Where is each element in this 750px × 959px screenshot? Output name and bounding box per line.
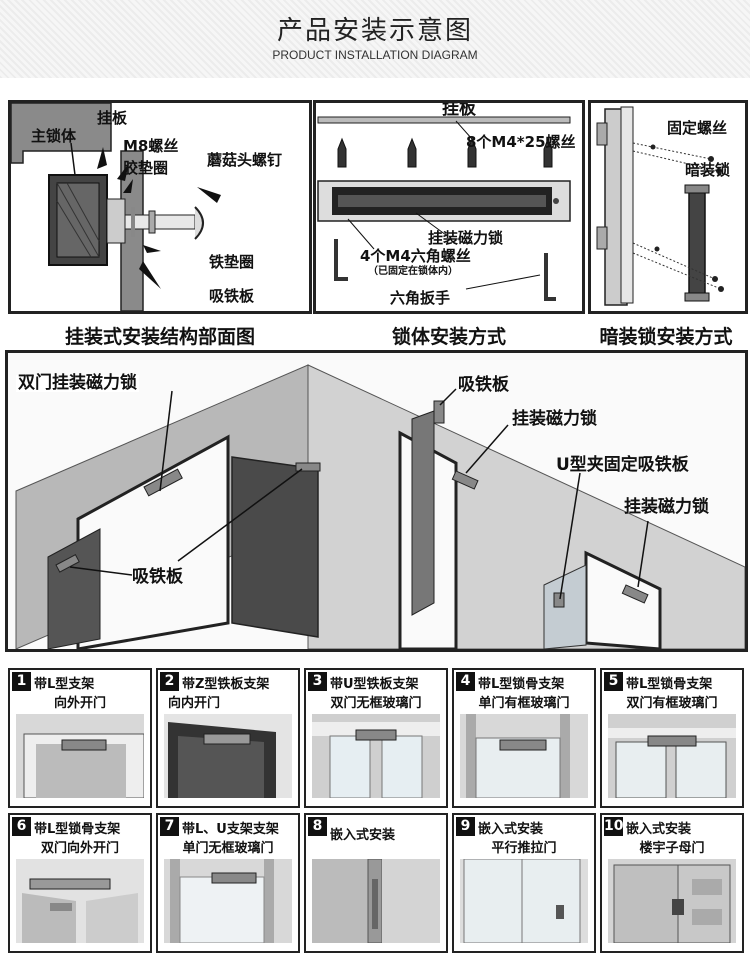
panel-installation-scene: 双门挂装磁力锁 吸铁板 吸铁板 挂装磁力锁 U型夹固定吸铁板 挂装磁力锁 [5,350,748,652]
tile-number: 2 [160,672,179,691]
label-armature-left: 吸铁板 [132,567,183,587]
tile-title-line2: 楼宇子母门 [639,841,705,856]
tile-title-line1: 带U型铁板支架 [330,677,419,692]
panel-cross-section: 主锁体 挂板 M8螺丝 胶垫圈 蘑菇头螺钉 铁垫圈 吸铁板 [8,100,312,314]
tile-title-line1: 嵌入式安装 [626,822,692,837]
label-hidden-lock: 暗装锁 [685,161,731,179]
hidden-lock-drawing [596,106,724,306]
label-iron-washer: 铁垫圈 [209,253,255,271]
tile-title-line1: 嵌入式安装 [478,822,544,837]
tile-title-line1: 带L型锁骨支架 [478,677,565,692]
tile-title-line2: 向内开门 [168,696,221,711]
page-subtitle: PRODUCT INSTALLATION DIAGRAM [272,48,478,62]
tile-title-line2: 单门无框玻璃门 [182,841,274,856]
label-hang-plate-2: 挂板 [442,100,476,119]
tile-number: 6 [12,817,31,836]
install-tile-4: 4 带L型锁骨支架 单门有框玻璃门 [452,668,596,808]
label-hang-plate: 挂板 [97,109,128,127]
tile-illustration [164,859,292,945]
install-tile-10: 10 嵌入式安装 楼宇子母门 [600,813,744,953]
cross-section-drawing [11,103,221,311]
panel-lock-body-install: 挂板 8个M4*25螺丝 挂装磁力锁 4个M4六角螺丝 （已固定在锁体内） 六角… [313,100,585,314]
install-tile-8: 8 嵌入式安装 [304,813,448,953]
tile-illustration [312,859,440,945]
tile-title-line2: 双门向外开门 [40,841,119,856]
install-tile-5: 5 带L型锁骨支架 双门有框玻璃门 [600,668,744,808]
label-mag-lock: 挂装磁力锁 [428,229,504,247]
page-title: 产品安装示意图 [276,16,473,46]
caption-lock-body-install: 锁体安装方式 [391,326,506,348]
label-hex-wrench: 六角扳手 [390,289,451,307]
tile-number: 9 [456,817,475,836]
tile-number: 8 [308,817,327,836]
label-main-body: 主锁体 [31,127,77,145]
tile-title-line2: 向外开门 [53,696,106,711]
lock-body-drawing [317,116,571,301]
tile-title-line1: 带L、U支架支架 [182,822,279,837]
tile-illustration [164,714,292,800]
label-double-door-lock: 双门挂装磁力锁 [16,373,139,393]
label-u-clamp: U型夹固定吸铁板 [556,455,689,475]
label-armature-top: 吸铁板 [458,375,509,395]
tile-title-line2: 平行推拉门 [491,841,557,856]
tile-title-line1: 带L型支架 [34,677,95,692]
caption-hidden-lock: 暗装锁安装方式 [599,326,733,348]
label-mag-lock-2: 挂装磁力锁 [624,497,709,517]
install-tile-7: 7 带L、U支架支架 单门无框玻璃门 [156,813,300,953]
tile-number: 4 [456,672,475,691]
tile-illustration [312,714,440,800]
label-mushroom-screw: 蘑菇头螺钉 [207,151,283,169]
tile-title-line1: 嵌入式安装 [330,828,396,843]
tile-illustration [460,714,588,800]
label-mag-lock-1: 挂装磁力锁 [512,409,597,429]
tile-title-line1: 带L型锁骨支架 [34,822,121,837]
tile-title-line2: 双门有框玻璃门 [626,696,718,711]
install-tile-9: 9 嵌入式安装 平行推拉门 [452,813,596,953]
label-fix-screw: 固定螺丝 [667,119,728,137]
tile-number: 1 [12,672,31,691]
tile-illustration [608,714,736,800]
tile-number: 5 [604,672,623,691]
tile-title-line1: 带L型锁骨支架 [626,677,713,692]
panel-hidden-lock: 固定螺丝 暗装锁 [588,100,748,314]
tile-title-line1: 带Z型铁板支架 [182,677,270,692]
install-tile-1: 1 带L型支架 向外开门 [8,668,152,808]
caption-cross-section: 挂装式安装结构部面图 [64,326,255,348]
install-tile-6: 6 带L型锁骨支架 双门向外开门 [8,813,152,953]
tile-illustration [16,859,144,945]
tile-number: 7 [160,817,179,836]
tile-number: 10 [604,817,624,836]
label-hex-screws: 4个M4六角螺丝 [360,247,471,265]
tile-illustration [16,714,144,800]
installation-scene-drawing [8,353,745,649]
install-tile-3: 3 带U型铁板支架 双门无框玻璃门 [304,668,448,808]
header-banner: 产品安装示意图 PRODUCT INSTALLATION DIAGRAM [0,0,750,78]
label-screws-8: 8个M4*25螺丝 [466,133,576,151]
tile-title-line2: 双门无框玻璃门 [330,696,422,711]
label-m8-screw: M8螺丝 [123,137,179,155]
label-rubber-washer: 胶垫圈 [123,159,169,177]
label-hex-note: （已固定在锁体内） [368,266,458,277]
tile-illustration [460,859,588,945]
tile-illustration [608,859,736,945]
label-armature: 吸铁板 [209,287,255,305]
install-tile-2: 2 带Z型铁板支架 向内开门 [156,668,300,808]
tile-number: 3 [308,672,327,691]
tile-title-line2: 单门有框玻璃门 [478,696,570,711]
